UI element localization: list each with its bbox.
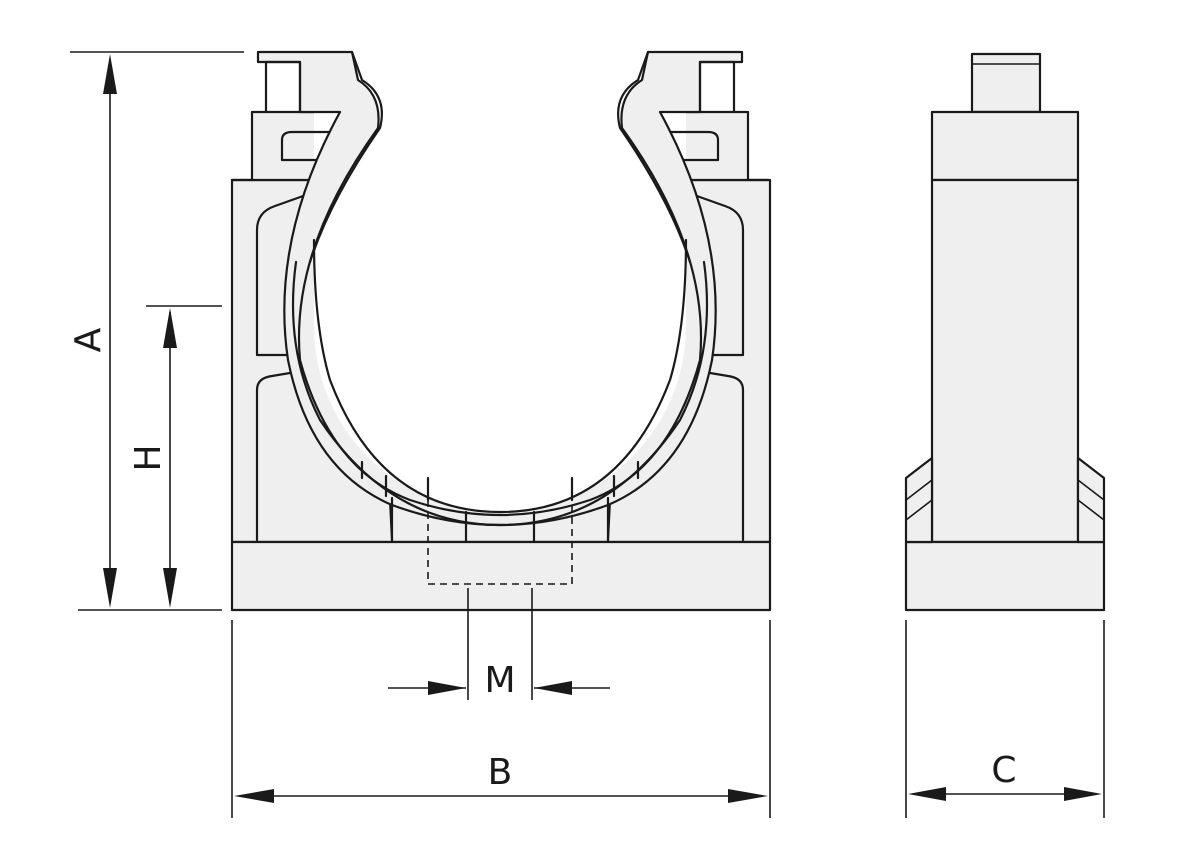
clip-base: [230, 540, 772, 612]
right-top-notch: [660, 130, 720, 162]
dimension-a-label: A: [68, 327, 109, 352]
dimension-c: C: [905, 620, 1105, 818]
dimension-m: M: [388, 588, 610, 701]
right-ring-foot: [532, 460, 640, 544]
hidden-screw-slot: [427, 500, 573, 585]
dimension-a: A: [68, 51, 244, 611]
front-view: [230, 50, 772, 612]
side-top-tab: [970, 52, 1042, 114]
clamp-ring: [256, 50, 744, 527]
left-ring-foot: [360, 460, 468, 544]
side-left-wedge: [904, 456, 934, 544]
dimension-m-label: M: [484, 660, 515, 701]
side-upper-block: [930, 110, 1080, 182]
clip-body: [230, 110, 772, 544]
dimension-b-label: B: [488, 752, 513, 793]
dimension-c-label: C: [991, 750, 1016, 791]
side-view: [904, 52, 1106, 612]
side-base: [904, 540, 1106, 612]
dimension-h-label: H: [128, 444, 169, 471]
left-top-notch: [280, 130, 340, 162]
dimension-b: B: [231, 620, 771, 818]
side-column: [930, 178, 1080, 544]
side-right-wedge: [1076, 456, 1106, 544]
dimension-h: H: [128, 305, 222, 608]
